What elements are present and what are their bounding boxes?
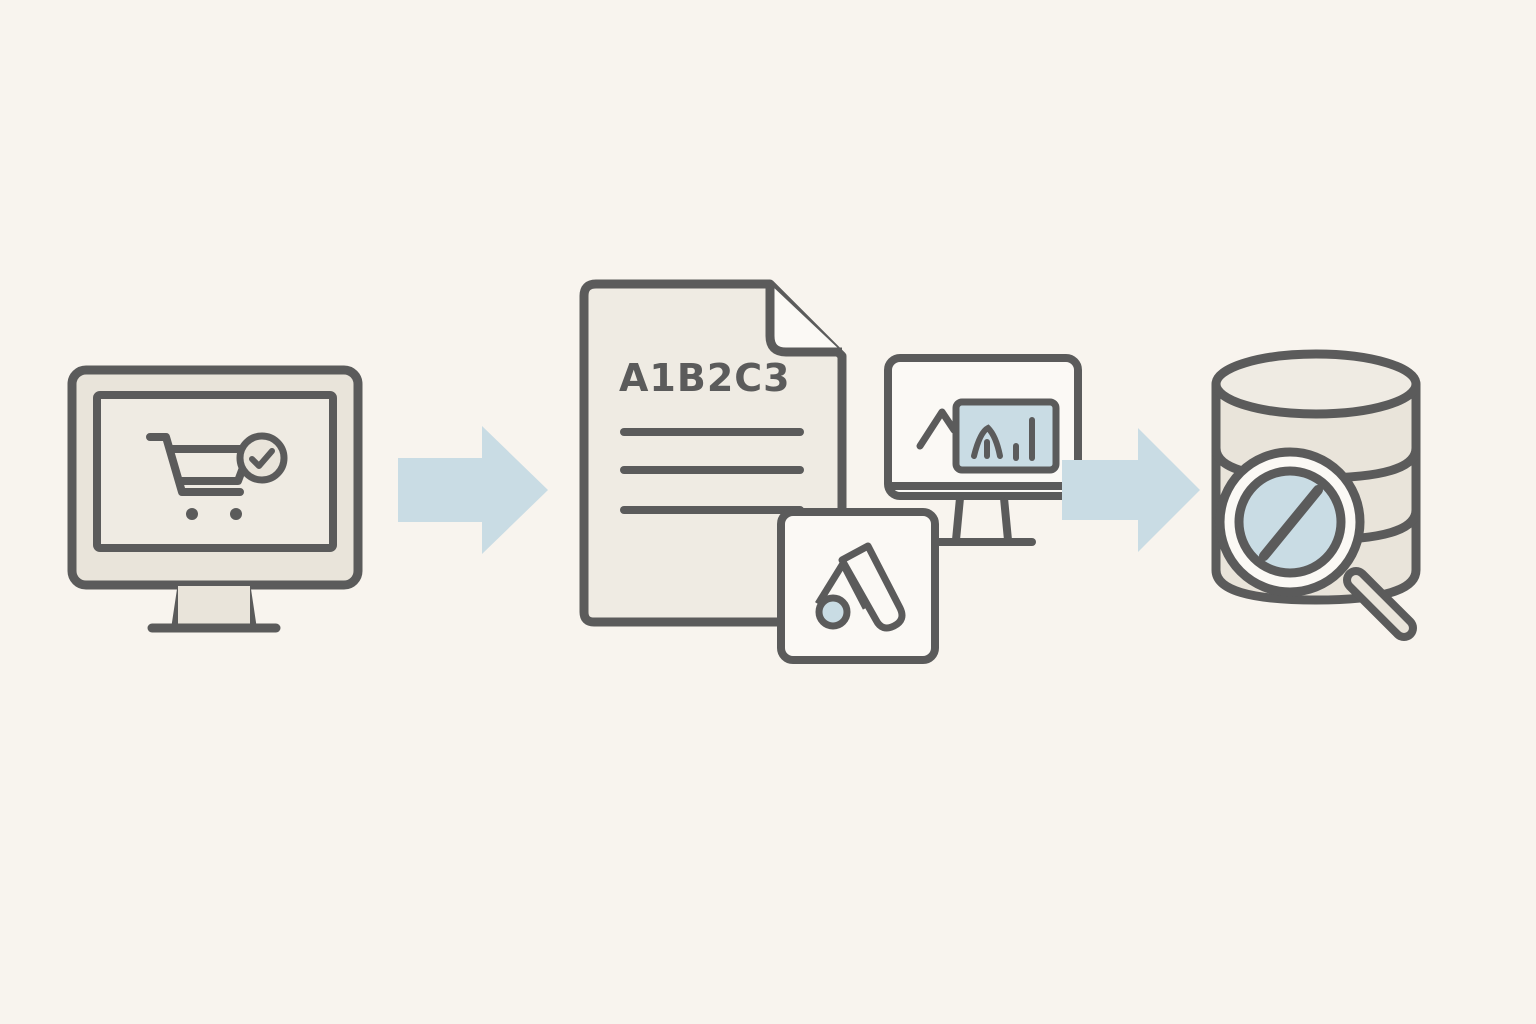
bar-chart-icon — [971, 417, 1035, 461]
arrow-right-1 — [398, 426, 548, 554]
analytics-monitor-icon — [884, 354, 1082, 546]
document-with-ads-and-analytics-icon: A1B2C3 — [579, 279, 1082, 664]
magnifier-blocked-icon — [1215, 447, 1417, 641]
computer-cart-check-icon — [67, 365, 363, 633]
monitor — [67, 365, 363, 633]
tracking-code-text: A1B2C3 — [619, 356, 791, 400]
arrow-right-2 — [1062, 428, 1200, 552]
database-search-blocked-icon — [1211, 349, 1421, 641]
check-badge-icon — [236, 432, 288, 484]
ads-logo-icon — [777, 508, 939, 664]
